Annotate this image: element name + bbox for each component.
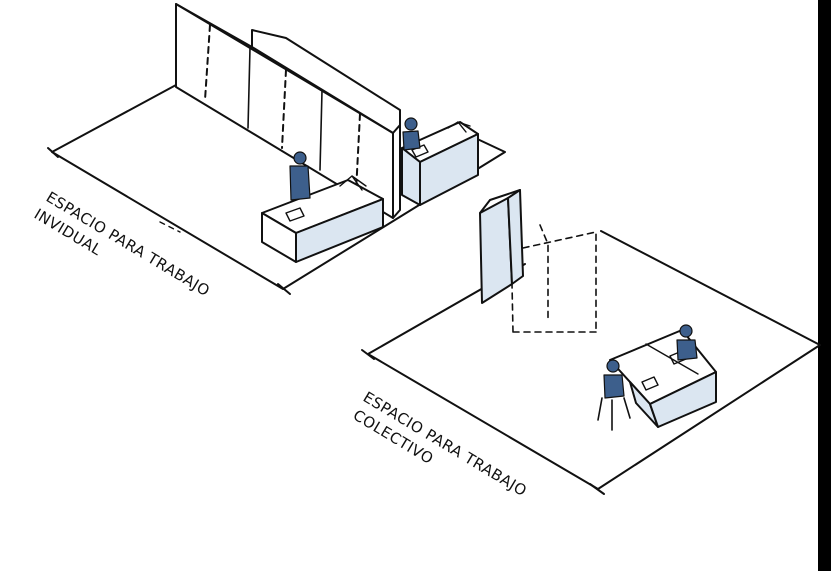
desk-back-side [419,133,479,206]
desk-front-lamp [339,175,367,191]
table-side [649,371,717,428]
wall-back-edge [251,29,401,126]
chair-legs [597,397,631,431]
desk-back-lamp [447,121,471,133]
floor-tick-a [47,147,59,158]
table-laptop-1 [641,376,659,391]
person-front-body [289,165,311,201]
person-collective-1-head [679,324,693,338]
floor-tick-d [589,483,605,495]
partition-dashed-2 [511,283,597,333]
floor-individual [51,84,506,290]
desk-front-laptop [285,207,305,222]
wall-panel-4 [319,90,323,171]
partition-dashed-1 [522,231,597,333]
person-front-head [293,151,307,165]
floor-collective [367,230,821,490]
wall-panel-2 [247,47,251,129]
partition-top [479,189,521,214]
person-collective-1-body [676,339,698,361]
person-collective-2-head [606,359,620,373]
partition-panel-mid [507,189,524,285]
wall-panel-1 [204,24,211,101]
partition-panel-left [479,197,513,304]
floor-tick-b [277,283,291,295]
floor-tick-c [361,349,375,360]
wall-panel-3 [281,69,287,149]
person-collective-2-body [603,374,625,399]
zone-individual [47,3,506,295]
zone-collective [361,189,821,495]
person-back-head [404,117,418,131]
desk-front-side [295,198,384,263]
wall-thickness [392,124,401,219]
person-back-body [402,130,421,151]
partition-dashed-3 [539,224,549,319]
floor-guide-dashes [159,221,181,233]
